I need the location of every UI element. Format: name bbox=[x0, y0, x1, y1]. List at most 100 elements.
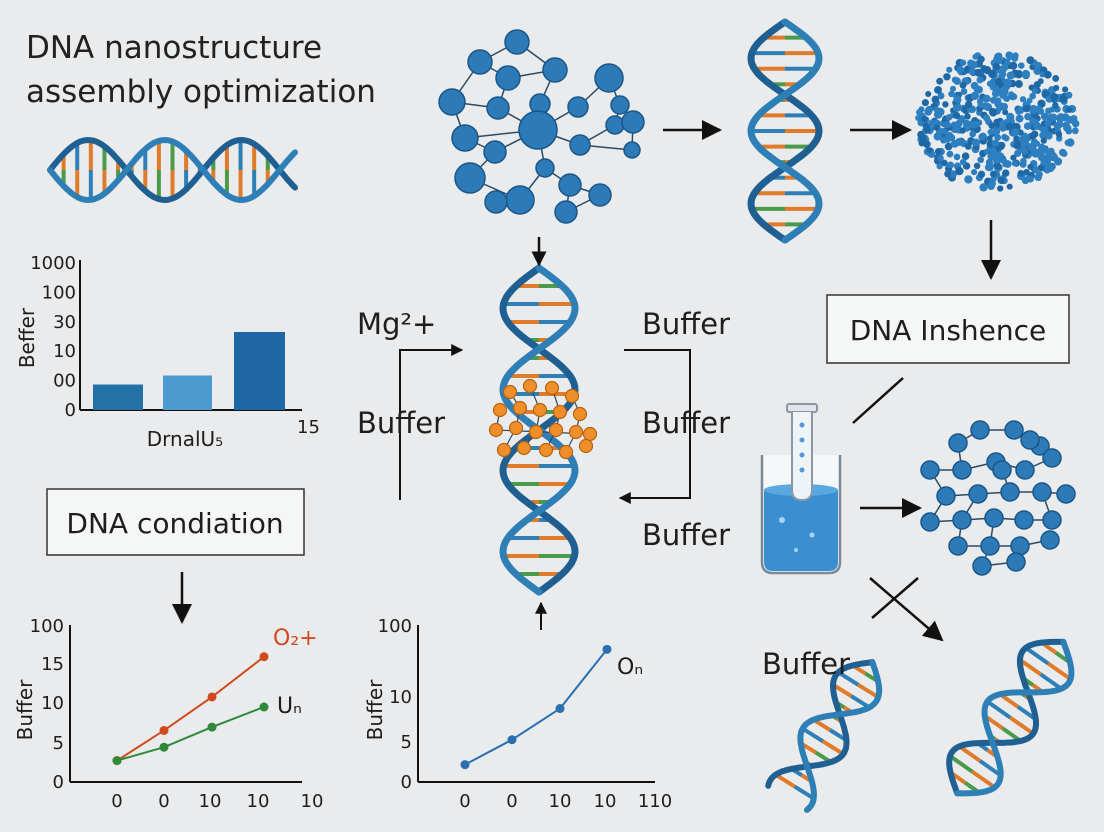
node-network-top-icon bbox=[438, 29, 645, 224]
nanoparticle bbox=[1053, 84, 1060, 91]
dna-condiation-box: DNA condiation bbox=[46, 488, 305, 556]
network-node bbox=[495, 65, 521, 91]
nanoparticle bbox=[921, 115, 928, 123]
nanoparticle bbox=[1006, 51, 1014, 59]
helix-backbone bbox=[47, 136, 298, 204]
nanoparticle bbox=[970, 91, 980, 100]
orange-node bbox=[532, 402, 548, 418]
nanoparticle bbox=[1040, 112, 1049, 121]
base-pair bbox=[837, 670, 860, 687]
line-chart-middle-point bbox=[602, 644, 612, 654]
nanoparticle bbox=[1016, 106, 1025, 114]
nanoparticle bbox=[1056, 121, 1064, 128]
arrow-right-loop bbox=[618, 349, 691, 504]
network-node bbox=[970, 420, 990, 440]
line-chart-left-x-tick: 10 bbox=[199, 791, 222, 812]
line-chart-middle-point bbox=[460, 760, 470, 770]
base-pair bbox=[1018, 658, 1042, 676]
nanoparticle bbox=[1006, 71, 1015, 80]
network-node bbox=[483, 140, 507, 164]
line-chart-left-series-label: O₂+ bbox=[273, 626, 318, 651]
nanoparticle bbox=[1050, 93, 1059, 101]
line-chart-middle-x-tick: 10 bbox=[549, 791, 572, 812]
nanoparticle bbox=[946, 161, 955, 169]
orange-node bbox=[508, 420, 524, 436]
network-node bbox=[920, 460, 940, 480]
nanoparticle bbox=[1023, 122, 1032, 130]
network-node bbox=[1056, 484, 1076, 504]
nanoparticle bbox=[1001, 169, 1010, 177]
line-chart-middle-y-tick: 0 bbox=[401, 772, 412, 793]
nanoparticle bbox=[992, 127, 1001, 136]
bar-chart-y-tick: 10 bbox=[53, 341, 76, 362]
bar-chart-y-tick: 30 bbox=[53, 312, 76, 333]
nanoparticle bbox=[974, 68, 982, 77]
nanoparticle bbox=[964, 142, 972, 150]
network-node bbox=[569, 134, 591, 156]
nanoparticle bbox=[915, 114, 922, 122]
nanoparticle bbox=[1017, 169, 1025, 177]
orange-node bbox=[572, 406, 588, 422]
nanoparticle bbox=[937, 92, 945, 100]
nanoparticle bbox=[977, 156, 985, 164]
bar bbox=[93, 384, 143, 410]
dna-helix-top-middle-icon bbox=[747, 18, 823, 244]
network-node bbox=[1010, 536, 1030, 556]
bar-chart-y-tick: 1000 bbox=[30, 253, 76, 274]
nanoparticle bbox=[953, 111, 961, 120]
nanoparticle bbox=[1066, 106, 1073, 113]
line-chart-middle-point bbox=[555, 704, 565, 714]
network-node bbox=[1040, 530, 1060, 550]
nanoparticle bbox=[1012, 52, 1019, 59]
test-tube-icon bbox=[786, 403, 818, 502]
helix-backbone bbox=[797, 659, 883, 813]
nanoparticle bbox=[1010, 154, 1017, 161]
nanoparticle bbox=[1052, 74, 1060, 82]
nanoparticle bbox=[936, 163, 943, 170]
nanoparticle bbox=[975, 85, 983, 94]
mg-label: Mg²+ bbox=[357, 307, 436, 341]
network-node bbox=[504, 29, 530, 55]
network-node bbox=[952, 460, 972, 480]
nanoparticle bbox=[944, 142, 953, 151]
nanoparticle bbox=[934, 148, 942, 155]
nanoparticle bbox=[964, 100, 973, 109]
line-chart-left-y-tick: 0 bbox=[53, 772, 64, 793]
helix-backbone bbox=[765, 659, 876, 789]
nanoparticle bbox=[986, 80, 993, 87]
network-node bbox=[1004, 420, 1024, 440]
network-node bbox=[984, 508, 1004, 528]
line-chart-left-x-tick: 0 bbox=[111, 791, 122, 812]
buffer-label-right-top: Buffer bbox=[642, 307, 730, 341]
network-node bbox=[1014, 510, 1034, 530]
base-pair bbox=[1024, 646, 1050, 666]
orange-node bbox=[544, 380, 560, 396]
nanoparticle bbox=[922, 140, 931, 149]
nanoparticle bbox=[1027, 163, 1034, 170]
line-chart-left-point bbox=[112, 756, 122, 766]
network-node bbox=[1006, 552, 1026, 572]
line-chart-left-x-tick: 10 bbox=[301, 791, 324, 812]
nanoparticle bbox=[933, 111, 941, 118]
nanoparticle bbox=[959, 158, 967, 166]
network-node bbox=[1015, 460, 1035, 480]
dna-helix-bottom-right-1-icon bbox=[765, 659, 883, 813]
base-pair bbox=[1039, 672, 1063, 691]
nanoparticle bbox=[991, 139, 999, 147]
nanoparticle bbox=[991, 89, 1000, 98]
nanoparticle bbox=[1027, 175, 1034, 183]
network-node bbox=[1042, 448, 1062, 468]
orange-node bbox=[522, 378, 538, 394]
nanoparticle bbox=[1045, 119, 1052, 127]
nanoparticle bbox=[1001, 63, 1008, 70]
nanoparticle bbox=[946, 131, 953, 138]
nanoparticle bbox=[942, 101, 949, 108]
network-node bbox=[484, 190, 508, 214]
line-chart-middle-x-tick: 10 bbox=[594, 791, 617, 812]
nanoparticle bbox=[918, 106, 925, 113]
nanoparticle bbox=[1014, 80, 1023, 88]
nanoparticle bbox=[993, 121, 1000, 128]
orange-node-cluster-icon bbox=[488, 378, 598, 460]
nanoparticle bbox=[969, 130, 977, 138]
nanoparticle bbox=[923, 126, 931, 134]
